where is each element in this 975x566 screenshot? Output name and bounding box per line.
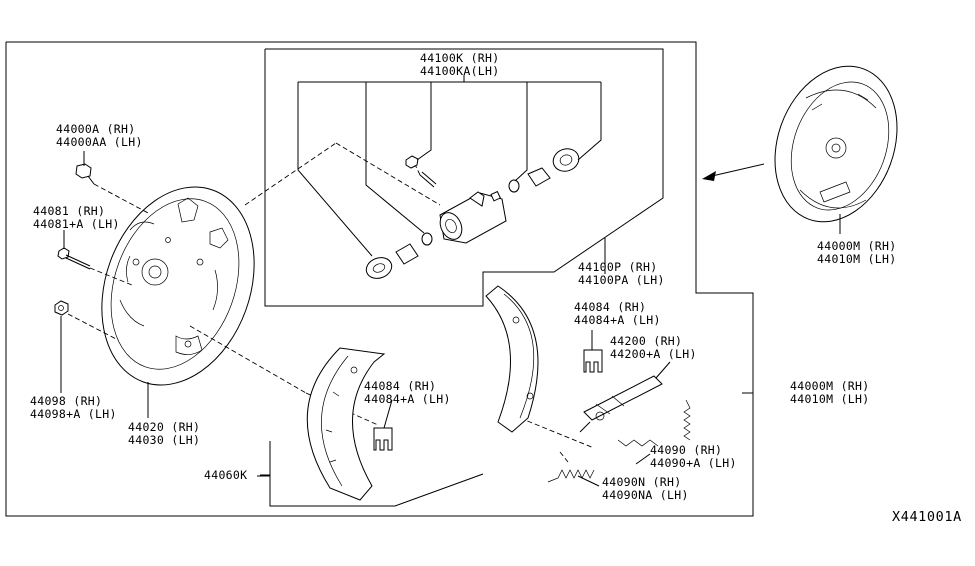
brake-shoe-right xyxy=(485,285,539,433)
label-44000M-side-rh: 44000M (RH) xyxy=(790,379,869,393)
label-44100K-rh: 44100K (RH) xyxy=(420,51,499,65)
nut-44098 xyxy=(54,300,69,316)
label-44084-right-lh: 44084+A (LH) xyxy=(574,313,661,327)
leader-lines xyxy=(60,151,841,487)
label-44010M-side-lh: 44010M (LH) xyxy=(790,392,869,406)
label-44000A-rh: 44000A (RH) xyxy=(56,122,135,136)
assembly-lines xyxy=(67,142,595,463)
label-44200-rh: 44200 (RH) xyxy=(610,334,682,348)
assembly-arrow xyxy=(702,163,765,181)
wheel-cylinder-body xyxy=(439,191,507,244)
label-44090NA-lh: 44090NA (LH) xyxy=(602,488,689,502)
diagram-code: X441001A xyxy=(892,509,962,525)
parking-brake-lever xyxy=(579,375,663,433)
label-44200-lh: 44200+A (LH) xyxy=(610,347,697,361)
piston-boot-left xyxy=(365,232,433,279)
kit-bracket-lines xyxy=(297,75,606,274)
wheel-cylinder-group-box xyxy=(264,48,664,307)
backing-plate xyxy=(101,186,255,386)
label-44081-lh: 44081+A (LH) xyxy=(33,217,120,231)
label-44010M-top-lh: 44010M (LH) xyxy=(817,252,896,266)
label-44000A-lh: 44000AA (LH) xyxy=(56,135,143,149)
shoe-clip-right xyxy=(583,349,603,373)
return-spring-upper xyxy=(617,399,691,447)
bolt-44081 xyxy=(57,247,91,270)
label-44100KA-lh: 44100KA(LH) xyxy=(420,64,499,78)
label-44084-right-rh: 44084 (RH) xyxy=(574,300,646,314)
label-44100P-rh: 44100P (RH) xyxy=(578,260,657,274)
label-44098-rh: 44098 (RH) xyxy=(30,394,102,408)
label-44060K: 44060K xyxy=(204,468,247,482)
label-44090N-rh: 44090N (RH) xyxy=(602,475,681,489)
bolt-44000A xyxy=(75,163,95,185)
cap-small xyxy=(490,190,501,202)
label-44090-lh: 44090+A (LH) xyxy=(650,456,737,470)
outer-frame xyxy=(5,41,754,517)
piston-boot-right xyxy=(508,148,580,193)
label-44098-lh: 44098+A (LH) xyxy=(30,407,117,421)
label-44100PA-lh: 44100PA (LH) xyxy=(578,273,665,287)
label-44084-left-lh: 44084+A (LH) xyxy=(364,392,451,406)
return-spring-lower xyxy=(547,469,595,483)
bleeder-screw xyxy=(405,155,437,188)
label-44084-left-rh: 44084 (RH) xyxy=(364,379,436,393)
shoe-clip-left xyxy=(373,427,393,451)
label-44020-rh: 44020 (RH) xyxy=(128,420,200,434)
shoe-group-bracket xyxy=(257,441,484,507)
label-44090-rh: 44090 (RH) xyxy=(650,443,722,457)
label-44000M-top-rh: 44000M (RH) xyxy=(817,239,896,253)
brake-shoe-left xyxy=(306,347,386,501)
assembled-brake xyxy=(774,65,898,223)
label-44030-lh: 44030 (LH) xyxy=(128,433,200,447)
label-44081-rh: 44081 (RH) xyxy=(33,204,105,218)
